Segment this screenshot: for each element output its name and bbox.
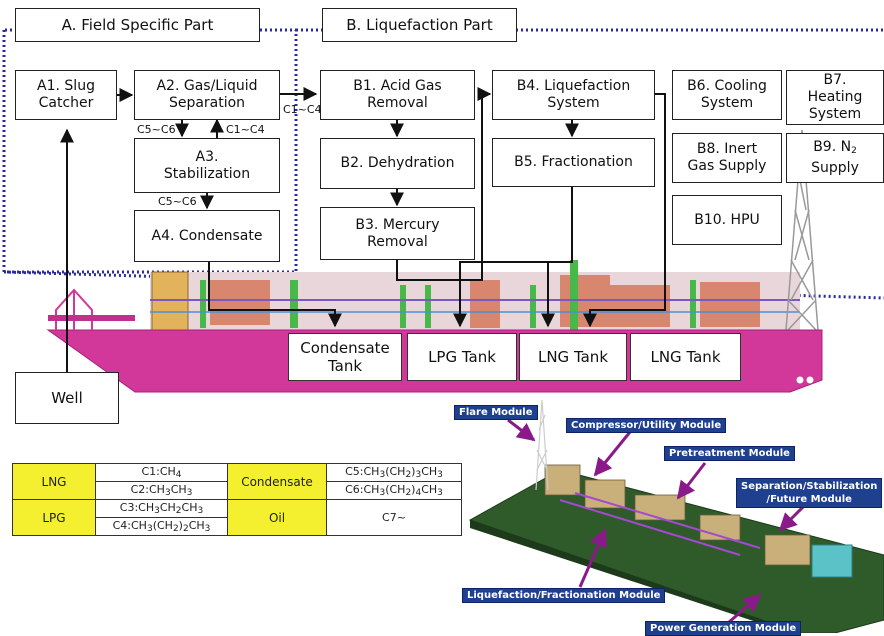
module-pointers — [507, 418, 807, 625]
field-part-header: A. Field Specific Part — [15, 8, 260, 42]
c1-cell: C1:CH4 — [95, 463, 228, 482]
liquefaction-fractionation-module-label: Liquefaction/Fractionation Module — [462, 588, 666, 603]
b1-acid-gas-removal-box: B1. Acid Gas Removal — [320, 70, 475, 120]
b4-liquefaction-system-box: B4. Liquefaction System — [492, 70, 655, 120]
c7-cell: C7~ — [326, 499, 462, 536]
b6-cooling-system-box: B6. Cooling System — [672, 70, 782, 120]
flow-lines — [60, 87, 666, 372]
separation-module-label: Separation/Stabilization/Future Module — [736, 478, 883, 508]
lpg-cell: LPG — [12, 499, 96, 536]
table-row: LPG C3:CH3CH2CH3 Oil C7~ — [12, 499, 462, 536]
a3-stabilization-box: A3. Stabilization — [134, 138, 280, 193]
pretreatment-module-label: Pretreatment Module — [664, 446, 795, 461]
c6-cell: C6:CH3(CH2)4CH3 — [326, 481, 462, 500]
hydrocarbon-table: LNG C1:CH4 Condensate C5:CH3(CH2)3CH3 C2… — [12, 463, 462, 536]
c5-c6-label-lower: C5~C6 — [158, 195, 197, 208]
b7-heating-system-box: B7. Heating System — [786, 70, 884, 125]
c5-cell: C5:CH3(CH2)3CH3 — [326, 463, 462, 482]
a2-gas-liquid-separation-box: A2. Gas/Liquid Separation — [134, 70, 280, 120]
lng-tank-1: LNG Tank — [519, 333, 627, 381]
b3-mercury-removal-box: B3. Mercury Removal — [320, 207, 475, 260]
c1-c4-label-right: C1~C4 — [283, 103, 322, 116]
b2-dehydration-box: B2. Dehydration — [320, 138, 475, 189]
turret — [48, 288, 135, 330]
table-row: C4:CH3(CH2)2CH3 — [13, 517, 462, 536]
oil-cell: Oil — [227, 499, 327, 536]
flare-tower — [785, 129, 819, 331]
power-generation-module-label: Power Generation Module — [645, 621, 802, 636]
liquefaction-part-header: B. Liquefaction Part — [322, 8, 517, 42]
b5-fractionation-box: B5. Fractionation — [492, 138, 655, 187]
b8-inert-gas-supply-box: B8. Inert Gas Supply — [672, 133, 782, 183]
lpg-tank: LPG Tank — [407, 333, 517, 381]
c4-cell: C4:CH3(CH2)2CH3 — [95, 517, 228, 536]
fpso-3d-model — [468, 399, 884, 633]
c3-cell: C3:CH3CH2CH3 — [95, 499, 228, 518]
a4-condensate-box: A4. Condensate — [134, 210, 280, 262]
c5-c6-label-left: C5~C6 — [137, 123, 176, 136]
c2-cell: C2:CH3CH3 — [95, 481, 228, 500]
a1-slug-catcher-box: A1. Slug Catcher — [15, 70, 117, 120]
table-row: LNG C1:CH4 Condensate C5:CH3(CH2)3CH3 — [12, 463, 462, 500]
lng-cell: LNG — [12, 463, 96, 500]
well-box: Well — [15, 372, 119, 424]
c1-c4-label-up: C1~C4 — [226, 123, 265, 136]
lng-tank-2: LNG Tank — [630, 333, 741, 381]
condensate-cell: Condensate — [227, 463, 327, 500]
topside-equipment — [150, 260, 800, 331]
compressor-utility-module-label: Compressor/Utility Module — [566, 418, 727, 433]
b10-hpu-box: B10. HPU — [672, 195, 782, 245]
flare-module-label: Flare Module — [454, 405, 538, 420]
condensate-tank: Condensate Tank — [288, 333, 402, 381]
